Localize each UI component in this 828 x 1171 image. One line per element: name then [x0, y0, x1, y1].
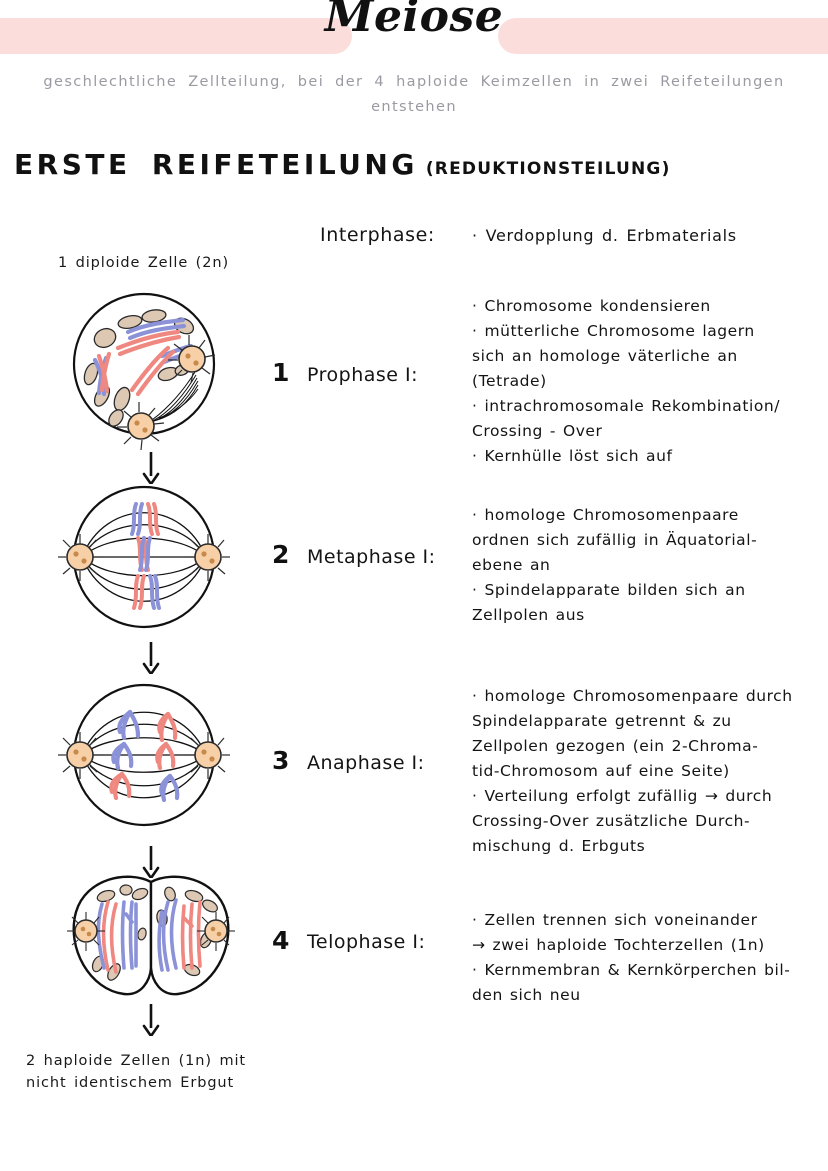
chromosomes-row-top [117, 709, 178, 743]
phase-label-prophase-i: Prophase I: [307, 364, 419, 386]
bullet-line: · homologe Chromosomenpaare [472, 506, 739, 524]
centrosome [184, 732, 231, 779]
banner-bar-left [0, 18, 352, 54]
chromosomes-left-cell [96, 900, 138, 974]
centrosome [57, 732, 104, 779]
chromosomes-right-cell [157, 898, 202, 972]
interphase-description: · Verdopplung d. Erbmaterials [472, 226, 737, 245]
section-heading-main: ERSTE REIFETEILUNG [14, 148, 418, 181]
bullet-line: · Zellen trennen sich voneinander [472, 911, 758, 929]
prophase-i-cell-diagram [58, 278, 230, 454]
bullet-line: Crossing-Over zusätzliche Durch- [472, 812, 751, 830]
anaphase-i-cell-diagram [57, 678, 231, 837]
banner-bar-right [498, 18, 828, 54]
phase-label-telophase-i: Telophase I: [307, 931, 426, 953]
chromosome-pair [130, 502, 160, 536]
interphase-label: Interphase: [320, 224, 435, 246]
centrosome [117, 402, 165, 451]
bullet-line: → zwei haploide Tochterzellen (1n) [472, 936, 765, 954]
bullet-line: · Kernmembran & Kernkörperchen bil- [472, 961, 791, 979]
phase-number-3: 3 [272, 746, 290, 775]
flow-arrow-1 [140, 452, 162, 488]
bullet-line: Spindelapparate getrennt & zu [472, 712, 732, 730]
phase-description-metaphase-i: · homologe Chromosomenpaare ordnen sich … [472, 503, 824, 628]
centrosomes [117, 335, 216, 451]
caption-haploid-cells: 2 haploide Zellen (1n) mit nicht identis… [26, 1050, 246, 1094]
telophase-i-cell-diagram [58, 872, 244, 1006]
section-heading: ERSTE REIFETEILUNG (REDUKTIONSTEILUNG) [14, 148, 671, 181]
page-title: Meiose [324, 0, 504, 42]
header-banner [0, 18, 828, 54]
bullet-line: ordnen sich zufällig in Äquatorial- [472, 531, 758, 549]
bullet-line: · homologe Chromosomenpaare durch [472, 687, 793, 705]
chromosome-pair [132, 574, 161, 610]
flow-arrow-3 [140, 846, 162, 882]
phase-description-telophase-i: · Zellen trennen sich voneinander → zwei… [472, 908, 824, 1008]
centrosome [168, 335, 216, 384]
metaphase-i-cell-diagram [57, 482, 231, 636]
phase-label-anaphase-i: Anaphase I: [307, 752, 425, 774]
phase-number-4: 4 [272, 926, 290, 955]
bullet-line: · Chromosome kondensieren [472, 297, 711, 315]
section-heading-sub: (REDUKTIONSTEILUNG) [425, 159, 671, 179]
bullet-line: Zellpolen gezogen (ein 2-Chroma- [472, 737, 759, 755]
bullet-line: (Tetrade) [472, 372, 547, 390]
bullet-line: Zellpolen aus [472, 606, 585, 624]
bullet-line: tid-Chromosom auf eine Seite) [472, 762, 730, 780]
page-subtitle: geschlechtliche Zellteilung, bei der 4 h… [43, 74, 785, 115]
phase-label-metaphase-i: Metaphase I: [307, 546, 436, 568]
centrosome [67, 912, 105, 951]
organelles [91, 884, 149, 981]
bullet-line: · mütterliche Chromosome lagern [472, 322, 755, 340]
bullet-line: · Verteilung erfolgt zufällig → durch [472, 787, 773, 805]
bullet-line: Crossing - Over [472, 422, 603, 440]
centrosome [184, 534, 231, 581]
bullet-line: sich an homologe väterliche an [472, 347, 738, 365]
caption-haploid-line1: 2 haploide Zellen (1n) mit [26, 1053, 246, 1069]
bullet-line: den sich neu [472, 986, 581, 1004]
phase-description-prophase-i: · Chromosome kondensieren · mütterliche … [472, 294, 824, 469]
bullet-line: · Kernhülle löst sich auf [472, 447, 673, 465]
flow-arrow-2 [140, 642, 162, 678]
bullet-line: ebene an [472, 556, 551, 574]
bullet-line: · intrachromosomale Rekombination/ [472, 397, 780, 415]
chromosomes-row-middle [111, 741, 176, 771]
bullet-line: · Spindelapparate bilden sich an [472, 581, 746, 599]
phase-number-1: 1 [272, 358, 290, 387]
phase-description-anaphase-i: · homologe Chromosomenpaare durch Spinde… [472, 684, 824, 859]
caption-diploid-cell: 1 diploide Zelle (2n) [58, 255, 230, 271]
chromosomes-paternal [96, 329, 182, 397]
phase-number-2: 2 [272, 540, 290, 569]
centrosome [57, 534, 104, 581]
caption-haploid-line2: nicht identischem Erbgut [26, 1075, 235, 1091]
chromosomes-row-bottom [109, 771, 180, 803]
centrosome [197, 912, 235, 951]
chromosome-pair [136, 536, 152, 572]
bullet-line: mischung d. Erbguts [472, 837, 646, 855]
flow-arrow-4 [140, 1004, 162, 1040]
